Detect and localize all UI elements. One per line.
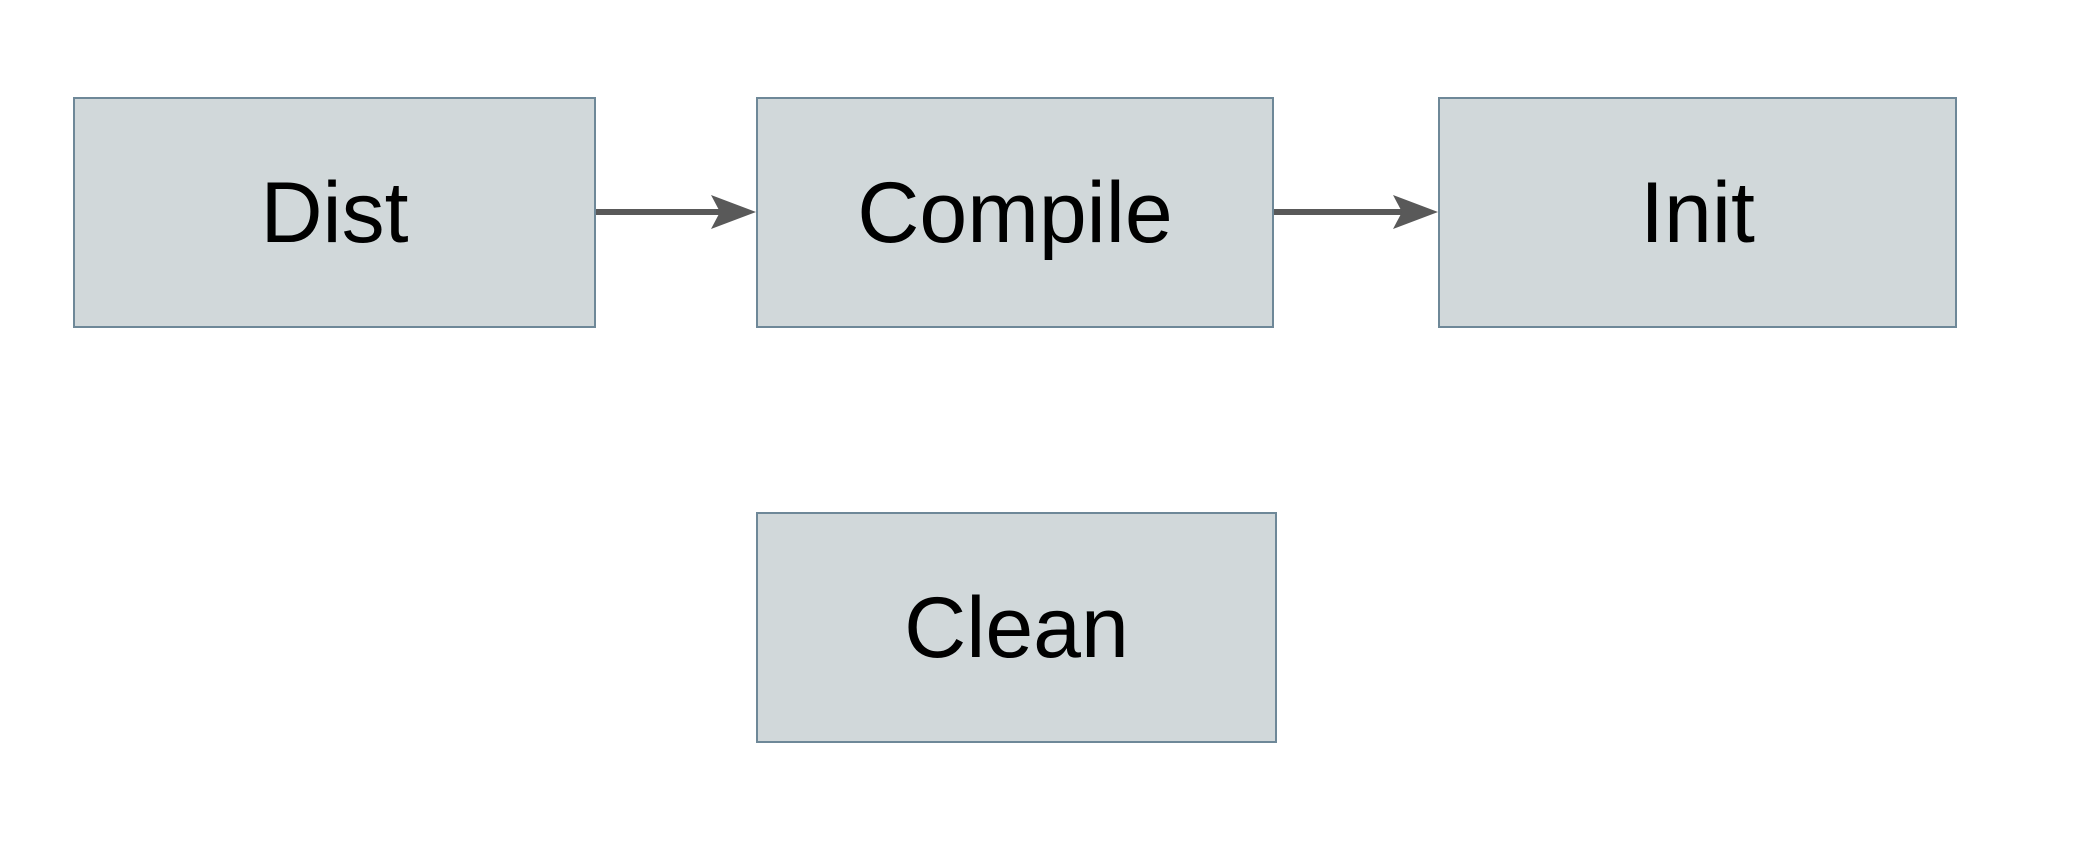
arrowhead-icon xyxy=(1393,195,1438,229)
node-clean-label: Clean xyxy=(904,579,1129,676)
connector-dist-compile xyxy=(596,195,756,229)
node-dist-label: Dist xyxy=(260,164,409,261)
node-init-label: Init xyxy=(1640,164,1755,261)
arrowhead-icon xyxy=(711,195,756,229)
node-compile-label: Compile xyxy=(857,164,1173,261)
node-init[interactable]: Init xyxy=(1438,97,1957,328)
connector-compile-init xyxy=(1274,195,1438,229)
node-compile[interactable]: Compile xyxy=(756,97,1274,328)
node-dist[interactable]: Dist xyxy=(73,97,596,328)
node-clean[interactable]: Clean xyxy=(756,512,1277,743)
